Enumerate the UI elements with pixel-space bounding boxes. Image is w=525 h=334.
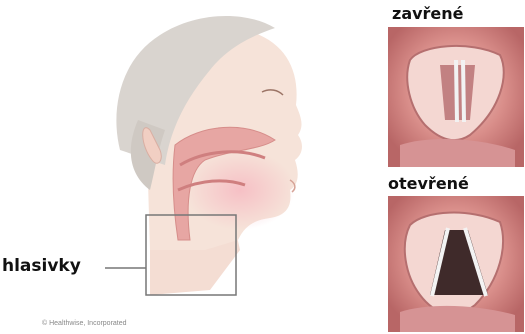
open-label: otevřené bbox=[388, 174, 469, 193]
vocal-cords-label: hlasivky bbox=[2, 256, 81, 276]
head-profile bbox=[116, 16, 302, 295]
closed-label: zavřené bbox=[392, 4, 464, 23]
open-vocal-cords-image bbox=[388, 196, 524, 332]
credit-text: © Healthwise, Incorporated bbox=[42, 320, 127, 327]
closed-vocal-cords-image bbox=[388, 27, 524, 167]
